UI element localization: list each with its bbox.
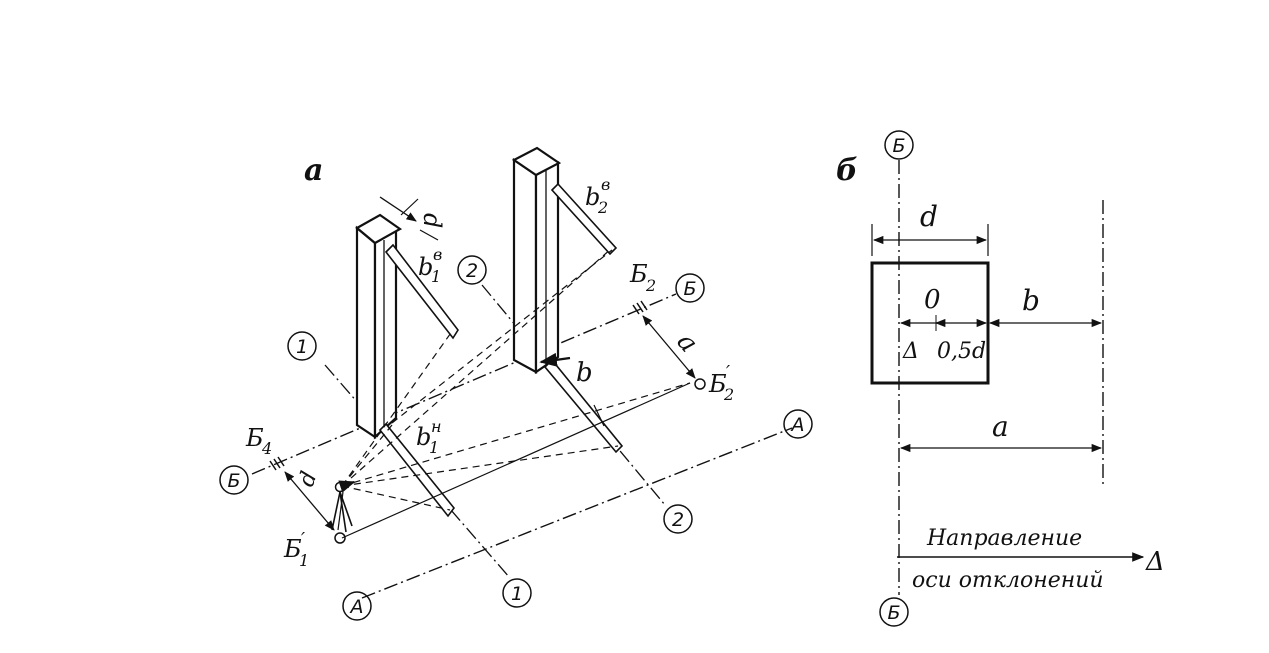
svg-text:в: в bbox=[433, 245, 442, 264]
svg-text:b: b bbox=[416, 423, 431, 451]
svg-text:Б: Б bbox=[227, 470, 240, 492]
panel-a: а А А Б Б 1 bbox=[219, 146, 813, 621]
axis-1-line bbox=[324, 364, 511, 579]
col2-bottom-marker: 2 bbox=[663, 504, 693, 534]
dim-d-label: d bbox=[920, 200, 938, 233]
delta-label: Δ bbox=[902, 339, 919, 364]
label-b: b bbox=[576, 358, 593, 388]
svg-text:Б: Б bbox=[683, 278, 696, 300]
svg-text:′: ′ bbox=[301, 529, 305, 550]
svg-text:Б: Б bbox=[887, 602, 900, 624]
svg-text:Б: Б bbox=[245, 424, 264, 452]
label-B4: Б 4 bbox=[245, 424, 272, 458]
direction-text-line1: Направление bbox=[926, 526, 1082, 551]
col1-bottom-marker: 1 bbox=[502, 578, 532, 608]
column-1 bbox=[355, 213, 459, 518]
direction-delta-symbol: Δ bbox=[1145, 547, 1165, 577]
svg-text:А: А bbox=[790, 414, 805, 436]
svg-text:b: b bbox=[585, 183, 600, 211]
center-o-label: 0 bbox=[924, 285, 941, 315]
axis-b-bottom-marker: Б bbox=[879, 597, 909, 627]
svg-text:2: 2 bbox=[672, 509, 684, 531]
axis-a-end-marker: А bbox=[783, 409, 813, 439]
axis-b-top-marker: Б bbox=[884, 130, 914, 160]
label-B2: Б 2 bbox=[629, 260, 656, 295]
dim-b-label: b bbox=[1022, 284, 1040, 317]
axis-a-line bbox=[361, 427, 793, 599]
svg-text:′: ′ bbox=[726, 362, 730, 383]
svg-text:Б: Б bbox=[708, 370, 727, 398]
axis-b-right-marker: Б bbox=[675, 273, 705, 303]
svg-text:b: b bbox=[418, 253, 433, 281]
axis-b-line bbox=[251, 293, 677, 475]
svg-text:в: в bbox=[601, 175, 610, 194]
panel-a-label: а bbox=[304, 153, 323, 188]
svg-text:Б: Б bbox=[892, 135, 905, 157]
station-b2-prime-point bbox=[694, 378, 706, 390]
svg-text:н: н bbox=[431, 417, 442, 436]
axis-b-left-marker: Б bbox=[219, 465, 249, 495]
svg-text:2: 2 bbox=[466, 260, 478, 282]
label-b1n: b 1 н bbox=[416, 417, 442, 457]
svg-text:2: 2 bbox=[645, 276, 656, 295]
svg-text:1: 1 bbox=[431, 267, 441, 286]
svg-text:1: 1 bbox=[429, 438, 439, 457]
label-d-top: d bbox=[418, 213, 446, 228]
col2-top-marker: 2 bbox=[457, 255, 487, 285]
svg-text:1: 1 bbox=[296, 336, 308, 358]
svg-text:1: 1 bbox=[299, 551, 309, 570]
panel-b: б Б Б d 0 Δ 0,5d b a bbox=[836, 130, 1165, 627]
svg-text:2: 2 bbox=[723, 385, 734, 404]
panel-b-label: б bbox=[836, 153, 858, 188]
sight-lines bbox=[341, 247, 691, 511]
label-B1-prime: Б 1 ′ bbox=[283, 529, 309, 570]
half-d-label: 0,5d bbox=[937, 339, 986, 364]
label-d-station: d bbox=[294, 468, 322, 490]
svg-text:А: А bbox=[349, 596, 364, 618]
svg-text:1: 1 bbox=[511, 583, 523, 605]
column-2 bbox=[511, 146, 624, 454]
column-section bbox=[870, 261, 990, 385]
label-B2-prime: Б 2 ′ bbox=[708, 362, 734, 404]
label-a: a bbox=[671, 327, 704, 358]
svg-text:4: 4 bbox=[261, 439, 272, 458]
theodolite-station bbox=[331, 481, 353, 544]
label-b1v: b 1 в bbox=[418, 245, 442, 286]
col1-top-marker: 1 bbox=[287, 331, 317, 361]
svg-text:Б: Б bbox=[629, 260, 648, 288]
label-b2v: b 2 в bbox=[585, 175, 610, 217]
svg-text:2: 2 bbox=[597, 198, 608, 217]
dim-a-label: a bbox=[992, 410, 1009, 443]
axis-a-start-marker: А bbox=[342, 591, 372, 621]
direction-text-line2: оси отклонений bbox=[912, 568, 1104, 593]
svg-text:Б: Б bbox=[283, 535, 302, 563]
